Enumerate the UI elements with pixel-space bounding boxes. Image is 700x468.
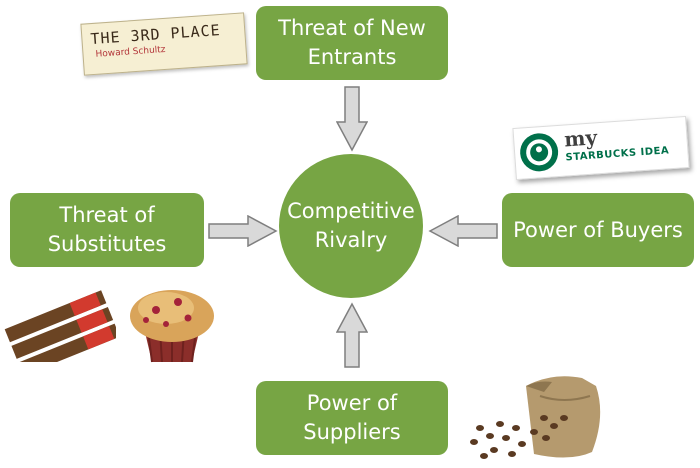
starbucks-siren-icon [520,133,559,172]
arrow-down-icon [336,86,368,152]
muffin-image [130,290,214,363]
coffee-bean-sack-image [470,376,601,459]
instant-coffee-sticks-image [4,290,116,362]
box-label-line2: Entrants [307,45,397,69]
box-label-line2: Substitutes [47,232,167,256]
box-label-line1: Threat of [59,203,155,227]
box-label-line2: Suppliers [303,420,401,444]
arrow-right-icon [208,215,278,247]
box-label-line1: Power of [306,391,398,415]
my-starbucks-idea-logo: my STARBUCKS IDEA [512,115,690,181]
threat-of-new-entrants-box: Threat of New Entrants [256,6,448,80]
box-label-line1: Threat of New [278,16,426,40]
my-label: my [563,125,598,152]
power-of-suppliers-box: Power of Suppliers [256,381,448,455]
arrow-left-icon [428,215,498,247]
power-of-buyers-box: Power of Buyers [502,193,694,267]
competitive-rivalry-circle: Competitive Rivalry [279,154,423,298]
center-label-line1: Competitive [287,199,415,223]
arrow-up-icon [336,302,368,368]
center-label-line2: Rivalry [314,228,388,252]
box-label-line1: Power of Buyers [513,217,683,242]
threat-of-substitutes-box: Threat of Substitutes [10,193,204,267]
third-place-sticker: THE 3RD PLACE Howard Schultz [80,12,248,76]
